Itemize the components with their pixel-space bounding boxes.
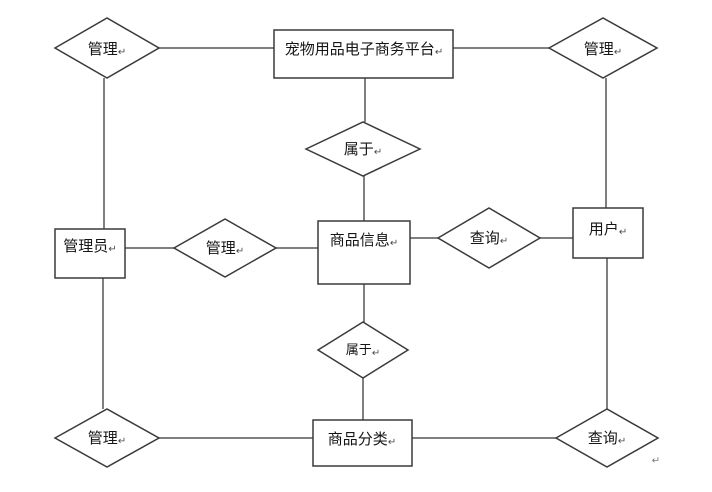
entity-platform: 宠物用品电子商务平台↵	[273, 29, 454, 79]
relation-manage-mid-left: 管理↵	[172, 218, 278, 278]
paragraph-mark: ↵	[108, 244, 116, 255]
paragraph-mark: ↵	[374, 147, 382, 158]
relation-query-bottom-right-label: 查询↵	[588, 429, 626, 447]
relation-manage-mid-left-label: 管理↵	[206, 239, 244, 257]
entity-category-box	[312, 419, 413, 467]
relation-belongs-lower-label: 属于↵	[346, 343, 380, 359]
paragraph-mark: ↵	[118, 436, 126, 447]
relation-manage-top-right: 管理↵	[547, 17, 659, 79]
paragraph-mark: ↵	[435, 47, 443, 58]
connector-lines	[102, 47, 608, 439]
entity-admin-box	[54, 228, 126, 279]
trailing-paragraph-mark: ↵	[652, 456, 660, 467]
paragraph-mark: ↵	[500, 236, 508, 247]
entity-category-label: 商品分类↵	[328, 430, 396, 448]
relation-manage-top-left-diamond	[53, 17, 161, 79]
entity-user: 用户↵	[572, 207, 644, 259]
relation-belongs-mid-diamond	[304, 121, 422, 177]
relation-manage-mid-left-diamond	[172, 218, 278, 278]
entity-product-info-box	[317, 220, 411, 285]
relation-manage-top-left: 管理↵	[53, 17, 161, 79]
paragraph-mark: ↵	[372, 348, 380, 359]
paragraph-mark: ↵	[236, 246, 244, 257]
relation-belongs-lower: 属于↵	[316, 321, 410, 379]
entity-admin-label: 管理员↵	[63, 237, 116, 255]
relation-manage-bottom-left-label: 管理↵	[88, 429, 126, 447]
relation-query-mid-right: 查询↵	[436, 207, 542, 269]
entity-platform-box	[273, 29, 454, 79]
relation-query-mid-right-diamond	[436, 207, 542, 269]
entity-user-label: 用户↵	[589, 220, 627, 238]
paragraph-mark: ↵	[619, 227, 627, 238]
paragraph-mark: ↵	[388, 437, 396, 448]
relation-belongs-mid-label: 属于↵	[344, 140, 382, 158]
relation-manage-top-right-diamond	[547, 17, 659, 79]
entity-user-box	[572, 207, 644, 259]
relation-belongs-mid: 属于↵	[304, 121, 422, 177]
relation-manage-top-right-label: 管理↵	[584, 40, 622, 58]
paragraph-mark: ↵	[118, 47, 126, 58]
relation-manage-top-left-label: 管理↵	[88, 40, 126, 58]
relation-query-mid-right-label: 查询↵	[470, 229, 508, 247]
relation-manage-bottom-left-diamond	[53, 408, 161, 468]
paragraph-mark: ↵	[390, 238, 398, 249]
paragraph-mark: ↵	[618, 436, 626, 447]
relation-manage-bottom-left: 管理↵	[53, 408, 161, 468]
entity-product-info-label: 商品信息↵	[330, 231, 398, 249]
entity-platform-label: 宠物用品电子商务平台↵	[285, 40, 443, 58]
entity-product-info: 商品信息↵	[317, 220, 411, 285]
relation-belongs-lower-diamond	[316, 321, 410, 379]
entity-admin: 管理员↵	[54, 228, 126, 279]
relation-query-bottom-right: 查询↵	[554, 408, 660, 468]
paragraph-mark: ↵	[614, 47, 622, 58]
entity-category: 商品分类↵	[312, 419, 413, 467]
relation-query-bottom-right-diamond	[554, 408, 660, 468]
